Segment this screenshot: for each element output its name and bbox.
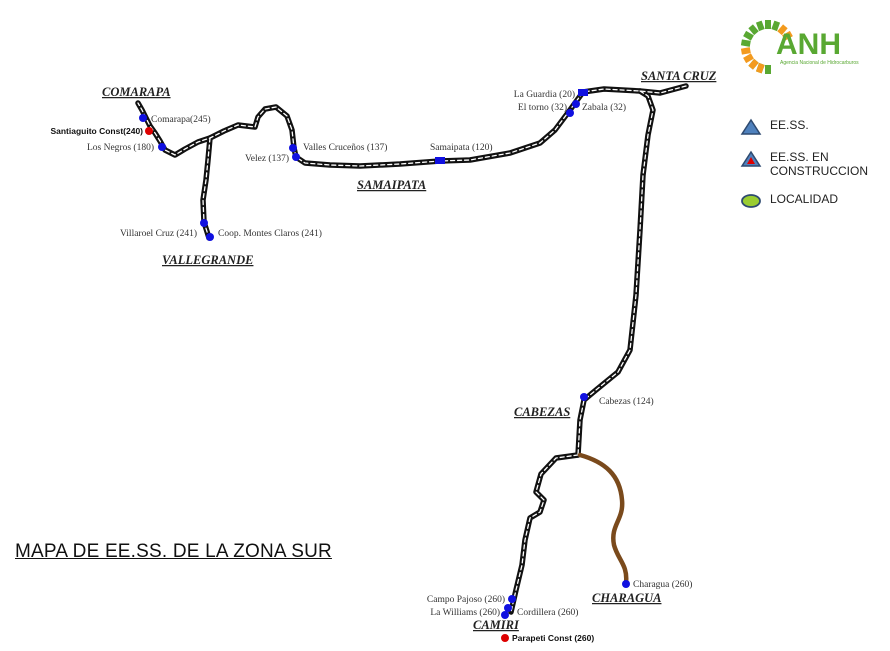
locality-samaipata: SAMAIPATA <box>357 178 426 192</box>
logo-text: ANH <box>776 28 841 61</box>
legend-label-stations: EE.SS. <box>770 118 809 132</box>
blue-triangle-icon <box>740 118 762 135</box>
locality-labels: COMARAPA VALLEGRANDE SAMAIPATA SANTA CRU… <box>102 69 717 632</box>
station-label-villaroel-cruz: Villaroel Cruz (241) <box>120 228 197 239</box>
station-marker-parapeti[interactable] <box>501 634 509 642</box>
station-marker-cabezas[interactable] <box>580 393 588 401</box>
logo-subtitle: Agencia Nacional de Hidrocarburos <box>780 60 859 66</box>
station-marker-montes-claros[interactable] <box>206 233 214 241</box>
road-cabezas-charagua <box>577 452 629 586</box>
road-santa-cruz-comarapa <box>135 83 689 169</box>
station-marker-charagua[interactable] <box>622 580 630 588</box>
red-triangle-icon <box>740 150 762 167</box>
station-label-valles-crucenos: Valles Cruceños (137) <box>303 142 387 153</box>
station-marker-los-negros[interactable] <box>158 143 166 151</box>
locality-camiri: CAMIRI <box>473 618 520 632</box>
legend-item-stations: EE.SS. <box>740 118 888 136</box>
station-label-cordillera: Cordillera (260) <box>517 607 578 618</box>
green-ellipse-icon <box>741 194 761 208</box>
map-title: MAPA DE EE.SS. DE LA ZONA SUR <box>15 541 332 562</box>
station-label-cabezas: Cabezas (124) <box>599 396 654 407</box>
road-cabezas-camiri <box>508 452 581 615</box>
station-marker-cordillera[interactable] <box>501 611 509 619</box>
station-label-los-negros: Los Negros (180) <box>87 142 154 153</box>
station-marker-samaipata[interactable] <box>435 157 445 164</box>
map-legend: EE.SS. EE.SS. EN CONSTRUCCION LOCALIDAD <box>740 118 888 224</box>
station-marker-la-guardia[interactable] <box>578 89 588 96</box>
station-label-campo-pajoso: Campo Pajoso (260) <box>427 594 505 605</box>
station-marker-el-torno[interactable] <box>572 100 580 108</box>
station-label-parapeti: Parapeti Const (260) <box>512 633 594 643</box>
station-marker-zabala[interactable] <box>566 109 574 117</box>
anh-logo: ANH Agencia Nacional de Hidrocarburos <box>736 16 876 78</box>
station-marker-la-williams[interactable] <box>504 604 512 612</box>
station-marker-villaroel-cruz[interactable] <box>200 219 208 227</box>
locality-charagua: CHARAGUA <box>592 591 661 605</box>
legend-label-construction: EE.SS. EN CONSTRUCCION <box>770 150 868 178</box>
locality-comarapa: COMARAPA <box>102 85 171 99</box>
station-label-samaipata: Samaipata (120) <box>430 142 493 153</box>
station-marker-velez[interactable] <box>292 153 300 161</box>
station-marker-campo-pajoso[interactable] <box>508 595 516 603</box>
locality-santa-cruz: SANTA CRUZ <box>641 69 717 83</box>
station-label-santiaguito: Santiaguito Const(240) <box>50 126 143 136</box>
station-label-el-torno: El torno (32) <box>518 102 567 113</box>
station-label-velez: Velez (137) <box>245 153 289 164</box>
station-markers <box>139 89 630 642</box>
anh-logo-emblem-icon: ANH Agencia Nacional de Hidrocarburos <box>740 20 859 74</box>
station-label-montes-claros: Coop. Montes Claros (241) <box>218 228 322 239</box>
station-label-la-guardia: La Guardia (20) <box>514 89 575 100</box>
station-marker-valles-crucenos[interactable] <box>289 144 297 152</box>
station-marker-santiaguito[interactable] <box>145 127 153 135</box>
station-label-la-williams: La Williams (260) <box>430 607 500 618</box>
legend-item-construction: EE.SS. EN CONSTRUCCION <box>740 150 888 178</box>
station-marker-comarapa[interactable] <box>139 114 147 122</box>
station-labels: Comarapa(245) Santiaguito Const(240) Los… <box>50 89 692 643</box>
paved-roads <box>135 83 689 615</box>
locality-vallegrande: VALLEGRANDE <box>162 253 253 267</box>
locality-cabezas: CABEZAS <box>514 405 570 419</box>
legend-item-locality: LOCALIDAD <box>740 192 888 210</box>
station-label-charagua: Charagua (260) <box>633 579 692 590</box>
station-label-zabala: Zabala (32) <box>582 102 626 113</box>
legend-label-locality: LOCALIDAD <box>770 192 839 206</box>
station-label-comarapa: Comarapa(245) <box>151 114 211 125</box>
